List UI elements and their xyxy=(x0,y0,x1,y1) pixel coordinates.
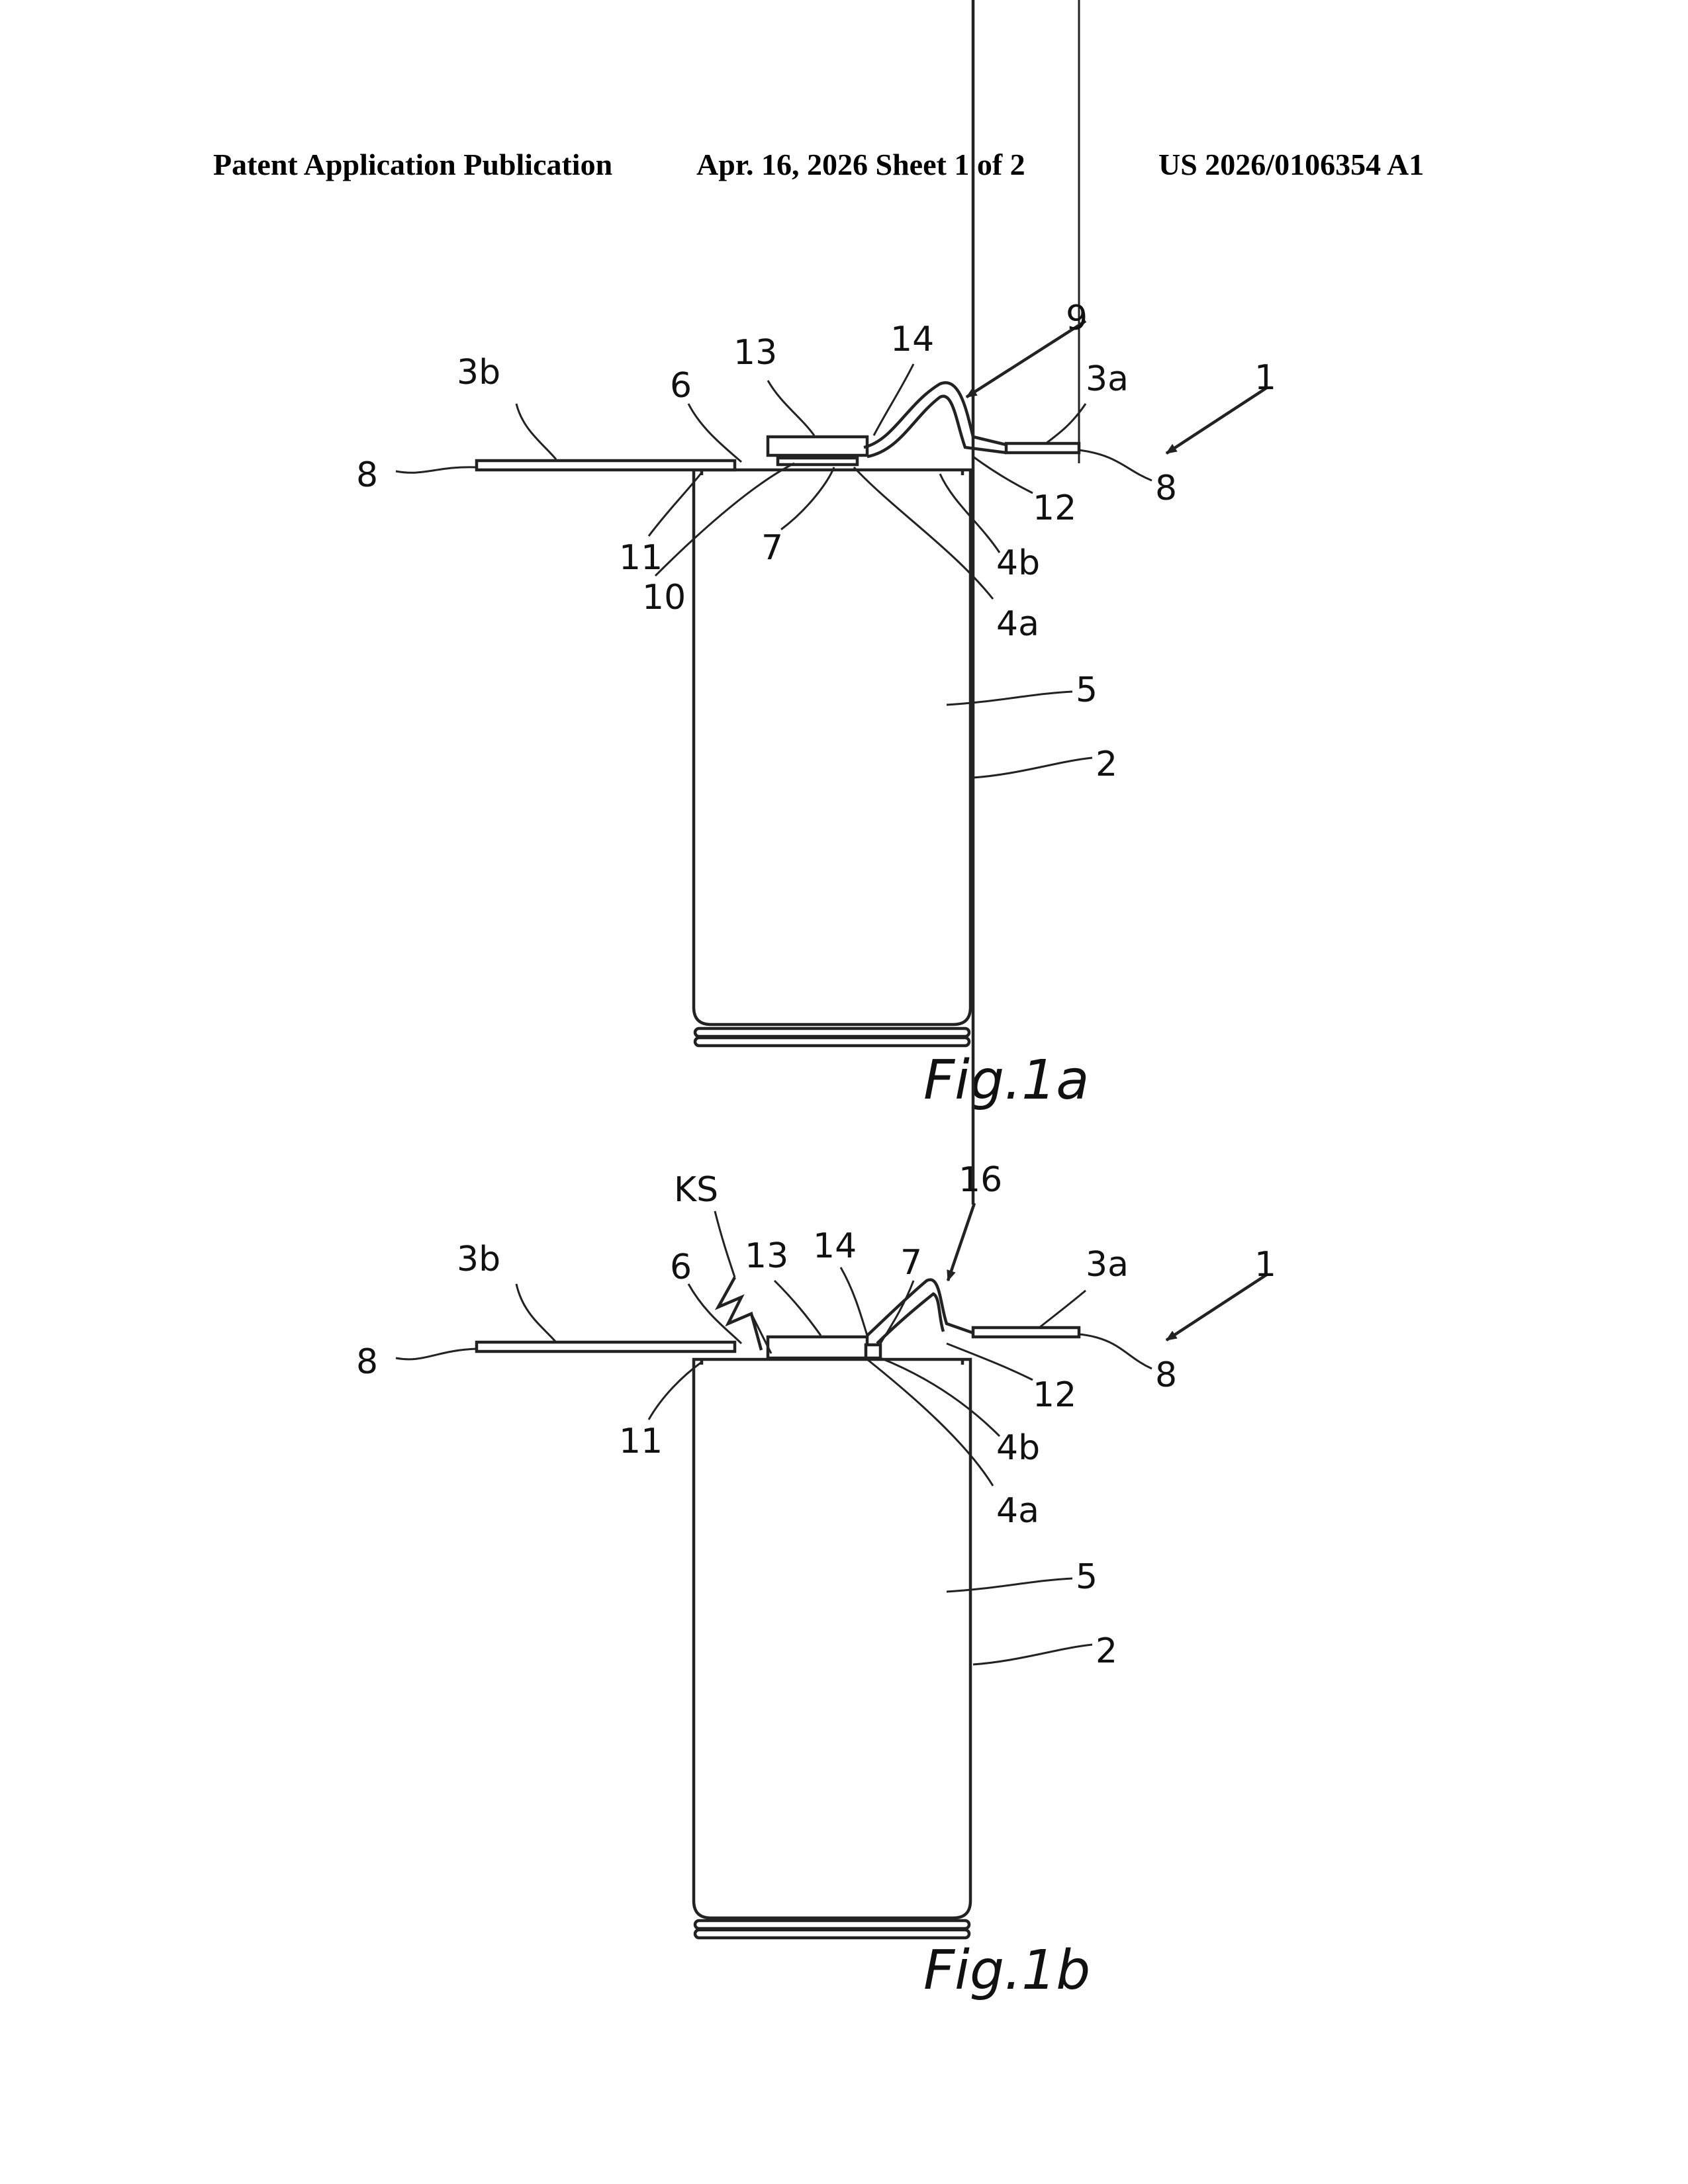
label-14-1b: 14 xyxy=(813,1226,857,1266)
leader-3a-1b xyxy=(1039,1291,1086,1328)
leader-13-1a xyxy=(768,381,814,435)
label-4b-1a: 4b xyxy=(996,543,1040,583)
arrow-1-1b xyxy=(1166,1274,1268,1340)
figure-1b: 1 2 3a 3b 4a 4b 5 6 7 8 8 11 12 13 14 16… xyxy=(356,0,1276,2002)
leader-12-1a xyxy=(973,457,1033,493)
figure-1a: 1 2 3a 3b 4a 4b 5 6 7 8 8 9 10 11 12 13 … xyxy=(356,0,1276,1112)
label-6-1b: 6 xyxy=(670,1248,692,1287)
cell-bottom-ring-1b xyxy=(695,1921,969,1929)
label-5-1a: 5 xyxy=(1076,670,1098,710)
leader-14-1a xyxy=(874,364,914,435)
label-7-1a: 7 xyxy=(761,528,783,568)
leader-6-1a xyxy=(688,404,741,462)
leader-8L-1b xyxy=(396,1349,477,1359)
label-8-left-1b: 8 xyxy=(356,1342,378,1382)
tab-3b-1a xyxy=(477,461,735,470)
label-8-left-1a: 8 xyxy=(356,455,378,495)
arrow-1-1a xyxy=(1166,387,1268,453)
figure-caption-1a: Fig.1a xyxy=(923,1049,1089,1112)
label-3b-1a: 3b xyxy=(457,353,500,392)
label-7-1b: 7 xyxy=(900,1243,922,1283)
leader-5-1b xyxy=(947,1578,1072,1592)
cell-body-1b xyxy=(694,1359,970,1918)
leader-13-1b xyxy=(774,1281,821,1336)
label-3a-1b: 3a xyxy=(1086,1245,1129,1285)
label-4a-1a: 4a xyxy=(996,604,1039,644)
label-16-1b: 16 xyxy=(959,1160,1002,1200)
label-4a-1b: 4a xyxy=(996,1491,1039,1531)
label-2-1a: 2 xyxy=(1096,745,1117,784)
label-6-1a: 6 xyxy=(670,366,692,406)
label-5-1b: 5 xyxy=(1076,1557,1098,1597)
arrow-16-1b xyxy=(948,1203,974,1281)
label-13-1a: 13 xyxy=(733,333,777,373)
bent-wire-16-1b xyxy=(867,1280,973,1336)
component-13-1a xyxy=(768,437,867,455)
leader-7-1a xyxy=(781,467,834,529)
label-1-1a: 1 xyxy=(1254,358,1276,398)
label-2-1b: 2 xyxy=(1096,1631,1117,1671)
leader-4b-1b xyxy=(880,1358,1000,1436)
tab-3b-1b xyxy=(477,1342,735,1351)
label-10-1a: 10 xyxy=(642,578,686,617)
terminal-plate-1a xyxy=(778,458,857,465)
label-11-1a: 11 xyxy=(619,538,663,578)
bent-wire-9-1a-inner xyxy=(867,396,1006,457)
label-11-1b: 11 xyxy=(619,1422,663,1461)
leader-2-1b xyxy=(973,1645,1092,1664)
leader-ks-1b xyxy=(715,1211,735,1277)
label-12-1a: 12 xyxy=(1033,488,1076,528)
label-1-1b: 1 xyxy=(1254,1245,1276,1285)
leader-8R-1b xyxy=(1079,1334,1152,1369)
leader-4a-1b xyxy=(867,1359,993,1486)
leader-3b-1a xyxy=(516,404,556,459)
leader-7-1b xyxy=(880,1281,914,1343)
label-3a-1a: 3a xyxy=(1086,359,1129,399)
component-13-1b xyxy=(768,1337,867,1358)
tab-3a-1a xyxy=(1006,443,1079,453)
label-8-right-1b: 8 xyxy=(1155,1355,1177,1395)
cell-bottom-ring-1a-2 xyxy=(695,1038,969,1046)
leader-12-1b xyxy=(947,1343,1033,1380)
label-3b-1b: 3b xyxy=(457,1240,500,1279)
figure-caption-1b: Fig.1b xyxy=(923,1939,1090,2002)
leader-8R-1a xyxy=(1079,450,1152,480)
label-12-1b: 12 xyxy=(1033,1375,1076,1415)
leader-14-1b xyxy=(841,1267,867,1336)
cell-body-1a xyxy=(694,470,970,1024)
leader-2-1a xyxy=(973,758,1092,778)
label-ks-1b: KS xyxy=(674,1170,718,1210)
label-14-1a: 14 xyxy=(890,320,934,359)
leader-5-1a xyxy=(947,692,1072,705)
tab-3a-1b xyxy=(973,1328,1079,1337)
terminal-4b-1b xyxy=(866,1345,880,1358)
cell-bottom-ring-1a xyxy=(695,1028,969,1036)
cell-bottom-ring-1b-2 xyxy=(695,1930,969,1938)
label-9-1a: 9 xyxy=(1066,298,1088,338)
label-4b-1b: 4b xyxy=(996,1428,1040,1468)
leader-3b-1b xyxy=(516,1284,556,1342)
label-8-right-1a: 8 xyxy=(1155,469,1177,508)
short-circuit-symbol-ks-1b xyxy=(718,1277,761,1350)
label-13-1b: 13 xyxy=(745,1236,788,1276)
leader-8L-1a xyxy=(396,467,477,473)
